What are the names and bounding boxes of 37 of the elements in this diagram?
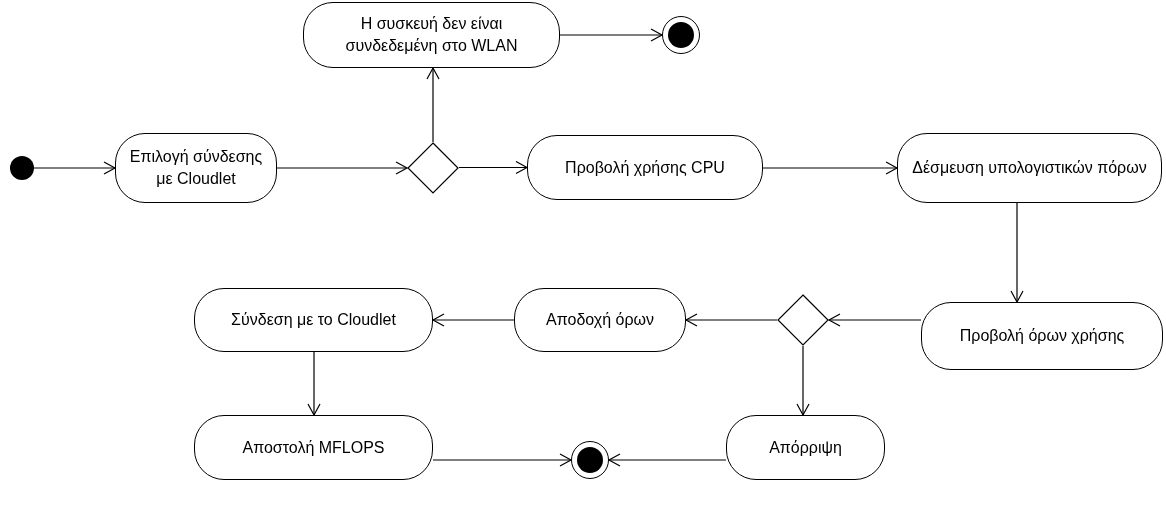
action-label: Προβολή χρήσης CPU — [565, 157, 725, 178]
action-label: Αποστολή MFLOPS — [242, 437, 385, 458]
arrow — [559, 28, 663, 42]
decision-diamond — [777, 294, 829, 346]
action-box — [897, 133, 1162, 203]
arrow — [276, 161, 408, 175]
arrow — [307, 351, 321, 416]
action-label: Απόρριψη — [769, 437, 842, 458]
start-node — [10, 156, 34, 180]
arrow — [426, 67, 440, 143]
arrow — [796, 345, 810, 416]
action-box — [194, 288, 433, 352]
action-box — [921, 302, 1163, 370]
action-label: Επιλογή σύνδεσης με Cloudlet — [128, 147, 264, 189]
decision-diamond — [407, 142, 459, 194]
arrow — [432, 453, 572, 467]
action-label: Η συσκευή δεν είναι συνδεδεμένη στο WLAN — [344, 14, 519, 56]
action-label: Προβολή όρων χρήσης — [959, 326, 1125, 346]
action-box — [726, 415, 885, 480]
arrow — [685, 313, 778, 327]
action-box — [527, 135, 763, 200]
arrow — [458, 160, 528, 175]
action-box — [194, 415, 433, 480]
end-node — [571, 441, 609, 479]
arrow — [762, 161, 898, 175]
action-label: Σύνδεση με το Cloudlet — [231, 310, 396, 330]
arrow — [33, 161, 116, 175]
action-label: Αποδοχή όρων — [546, 310, 654, 330]
arrow — [1010, 202, 1024, 303]
end-node — [662, 16, 700, 54]
arrow — [608, 453, 727, 467]
arrow — [432, 313, 515, 327]
action-label: Δέσμευση υπολογιστικών πόρων — [912, 158, 1147, 178]
action-box — [514, 288, 686, 352]
action-box — [115, 133, 277, 203]
arrow — [828, 313, 922, 327]
action-box — [303, 2, 560, 68]
